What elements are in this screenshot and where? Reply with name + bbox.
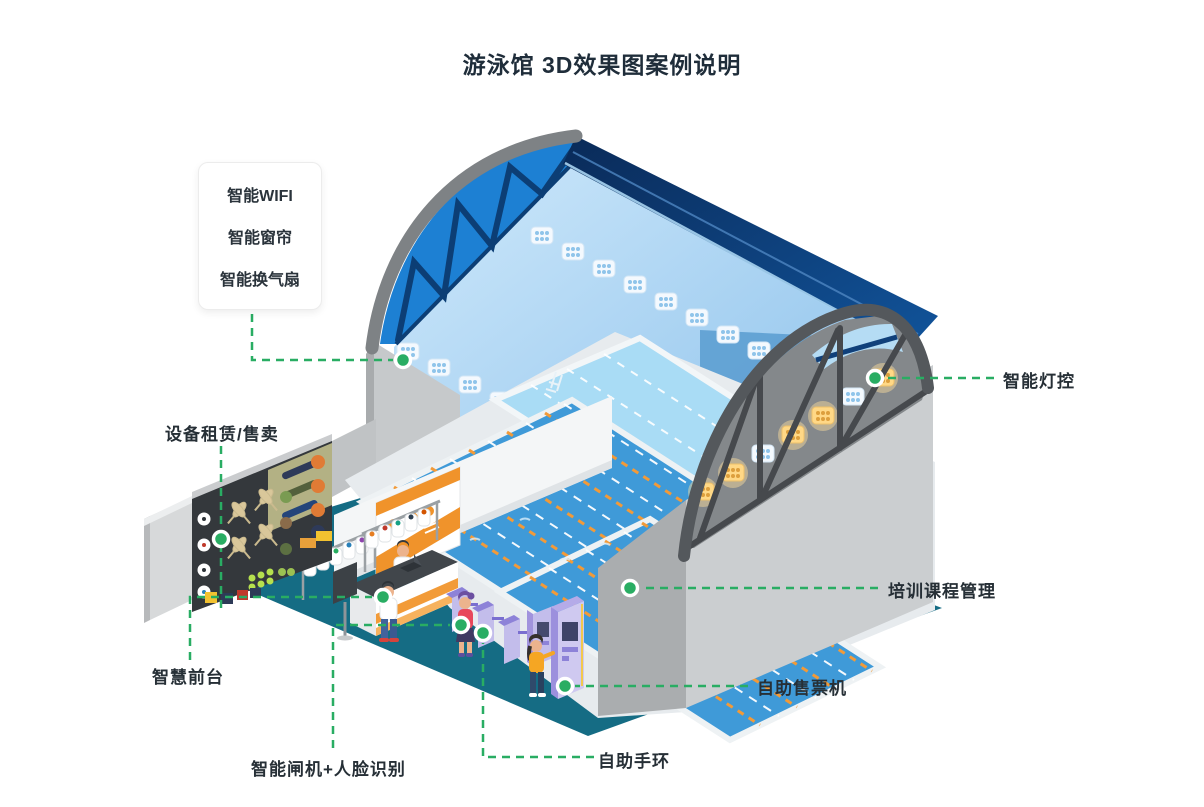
callout-dots xyxy=(211,350,885,696)
callout-dot-equipment-rental xyxy=(211,529,231,549)
label-front-desk: 智慧前台 xyxy=(152,668,224,687)
callout-dot-lighting xyxy=(865,368,885,388)
line-smart-wifi xyxy=(250,300,393,362)
smart-fan-label: 智能换气扇 xyxy=(219,272,300,289)
left-truss-struts xyxy=(395,145,577,343)
callout-dot-wristband xyxy=(473,623,493,643)
pool-hall-roof xyxy=(365,129,938,355)
label-training: 培训课程管理 xyxy=(888,582,996,601)
callout-lines xyxy=(188,300,994,759)
callout-dot-ticket-machine xyxy=(555,676,575,696)
left-arch-rim xyxy=(365,129,583,355)
smart-features-box: 智能WIFI 智能窗帘 智能换气扇 xyxy=(198,162,322,310)
ball-tubes xyxy=(248,568,274,591)
label-equipment-rental: 设备租赁/售卖 xyxy=(165,425,279,444)
kiosk-visitor xyxy=(527,634,555,697)
soccer-balls xyxy=(197,512,211,599)
smart-curtain-label: 智能窗帘 xyxy=(227,230,292,247)
left-base-slab xyxy=(144,496,192,623)
line-wristband xyxy=(481,643,594,759)
label-gate-face: 智能闸机+人脸识别 xyxy=(251,760,406,779)
line-front-desk xyxy=(188,595,372,660)
helmets xyxy=(278,491,295,576)
callout-dot-smart-wifi xyxy=(393,350,413,370)
line-gate-face xyxy=(331,623,450,748)
page-title: 游泳馆 3D效果图案例说明 xyxy=(462,52,742,78)
right-truss-struts xyxy=(687,325,931,549)
label-ticket-machine: 自助售票机 xyxy=(757,679,847,698)
callout-dot-gate-face xyxy=(451,615,471,635)
retail-wall xyxy=(192,434,332,612)
rackets xyxy=(227,488,278,560)
label-lighting: 智能灯控 xyxy=(1003,372,1075,391)
smart-wifi-label: 智能WIFI xyxy=(227,188,293,205)
label-wristband: 自助手环 xyxy=(598,752,670,771)
callout-dot-training xyxy=(620,578,640,598)
ticket-kiosk xyxy=(551,596,584,699)
callout-dot-front-desk xyxy=(373,587,393,607)
menu-board-stand xyxy=(333,562,357,641)
right-arch xyxy=(678,303,934,562)
right-wall xyxy=(598,365,933,716)
right-arch-rim xyxy=(678,303,934,562)
